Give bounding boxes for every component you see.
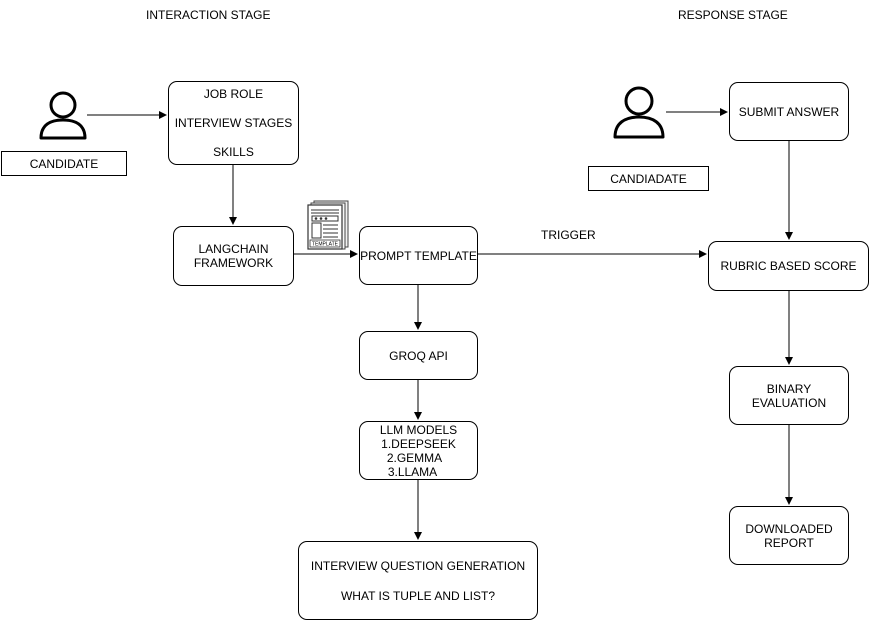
template-caption: TEMPLATE xyxy=(312,242,339,248)
submit-answer-label: SUBMIT ANSWER xyxy=(738,104,840,119)
candidate-label-left: CANDIDATE xyxy=(1,151,127,176)
candidate-label-left-text: CANDIDATE xyxy=(29,156,99,171)
binary-evaluation-line-2: EVALUATION xyxy=(751,395,827,410)
trigger-label: TRIGGER xyxy=(541,228,596,242)
langchain-framework-box: LANGCHAIN FRAMEWORK xyxy=(173,226,294,286)
binary-evaluation-line-1: BINARY xyxy=(766,381,812,396)
rubric-score-box: RUBRIC BASED SCORE xyxy=(708,241,869,291)
rubric-score-label: RUBRIC BASED SCORE xyxy=(720,259,857,273)
downloaded-report-line-1: DOWNLOADED xyxy=(745,521,833,536)
langchain-line-2: FRAMEWORK xyxy=(193,256,274,270)
binary-evaluation-box: BINARY EVALUATION xyxy=(729,366,849,425)
question-generation-example: WHAT IS TUPLE AND LIST? xyxy=(340,589,496,603)
input-interview-stages: INTERVIEW STAGES xyxy=(174,116,293,130)
submit-answer-box: SUBMIT ANSWER xyxy=(729,82,849,141)
prompt-template-label: PROMPT TEMPLATE xyxy=(360,248,477,263)
response-stage-heading: RESPONSE STAGE xyxy=(678,8,788,22)
langchain-line-1: LANGCHAIN xyxy=(198,242,269,256)
downloaded-report-line-2: REPORT xyxy=(764,535,814,550)
input-skills: SKILLS xyxy=(213,145,254,159)
person-icon xyxy=(613,86,665,139)
llm-model-llama: 3.LLAMA xyxy=(387,465,438,479)
prompt-template-box: PROMPT TEMPLATE xyxy=(359,226,478,285)
llm-model-gemma: 2.GEMMA xyxy=(386,451,443,465)
input-job-role: JOB ROLE xyxy=(203,87,264,101)
llm-models-box: LLM MODELS 1.DEEPSEEK 2.GEMMA 3.LLAMA xyxy=(359,421,478,480)
groq-api-box: GROQ API xyxy=(359,331,478,380)
candidate-inputs-box: JOB ROLE INTERVIEW STAGES SKILLS xyxy=(168,81,299,165)
template-document-icon: TEMPLATE xyxy=(307,200,349,250)
question-generation-box: INTERVIEW QUESTION GENERATION WHAT IS TU… xyxy=(298,541,538,620)
interaction-stage-heading: INTERACTION STAGE xyxy=(146,8,271,22)
llm-model-deepseek: 1.DEEPSEEK xyxy=(381,437,456,451)
downloaded-report-box: DOWNLOADED REPORT xyxy=(729,506,849,565)
candidate-label-right-text: CANDIADATE xyxy=(610,171,687,186)
llm-models-title: LLM MODELS xyxy=(379,423,458,437)
candidate-label-right: CANDIADATE xyxy=(588,166,709,191)
groq-api-label: GROQ API xyxy=(389,348,448,363)
person-icon xyxy=(39,91,87,140)
question-generation-title: INTERVIEW QUESTION GENERATION xyxy=(310,559,526,573)
